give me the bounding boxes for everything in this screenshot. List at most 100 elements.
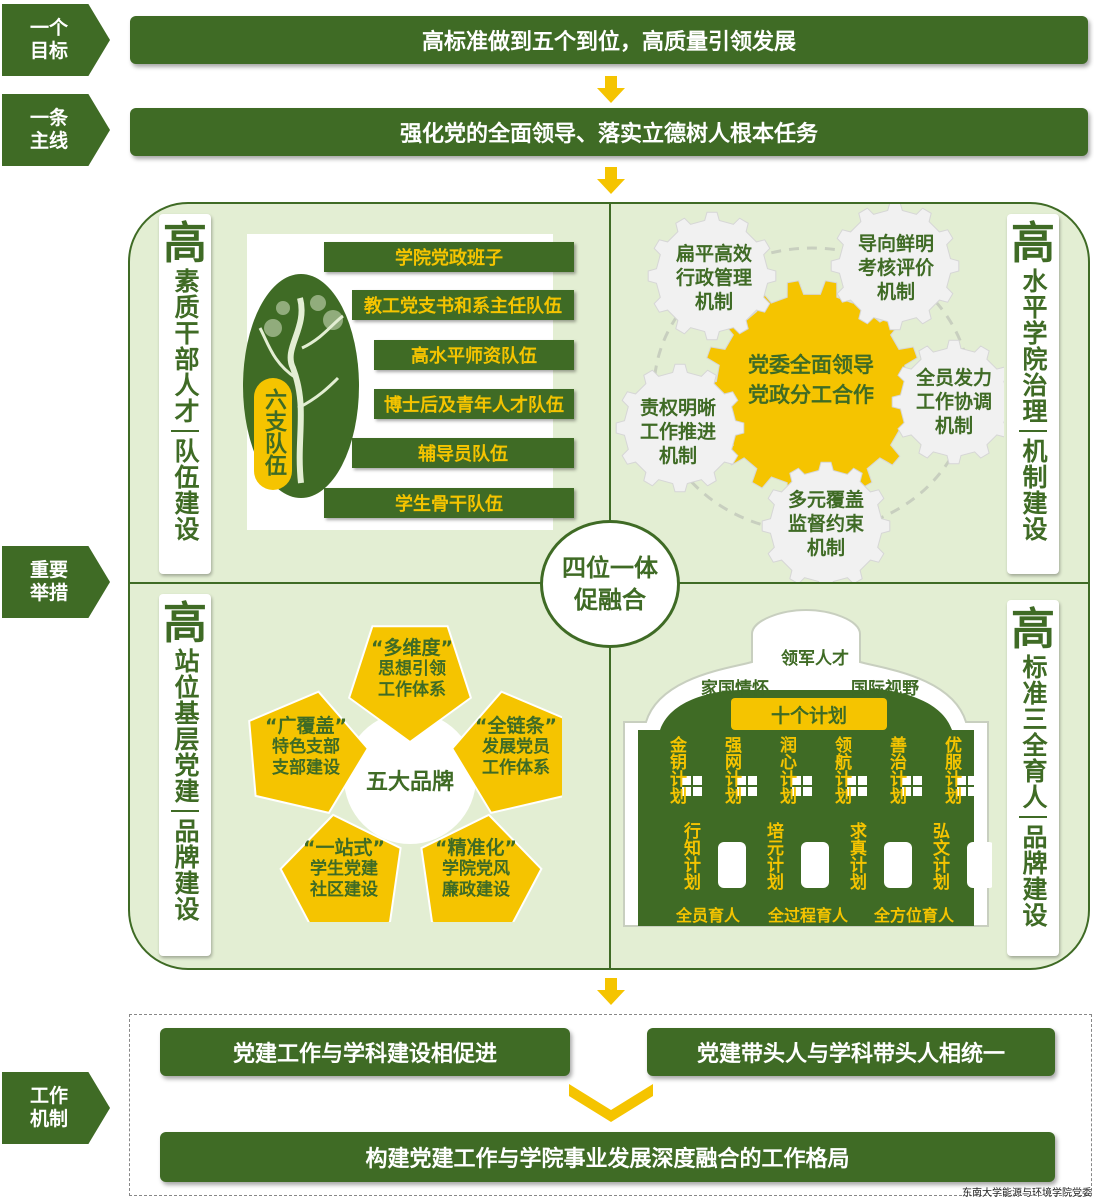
gear-small <box>761 461 891 582</box>
gear-small <box>891 339 1004 465</box>
window <box>968 776 977 785</box>
window <box>792 787 801 796</box>
down-arrow-icon <box>597 978 625 1005</box>
window <box>913 787 922 796</box>
window <box>693 776 702 785</box>
gear-label: 全员发力 工作协调 机制 <box>915 367 992 437</box>
plan-lower: 行知计划 <box>680 822 700 890</box>
window <box>847 787 856 796</box>
tag-measures: 重要 举措 <box>2 546 110 618</box>
mechanism-box <box>129 1014 1092 1196</box>
brand-center: 五大品牌 <box>365 770 454 795</box>
team-item: 博士后及青年人才队伍 <box>374 389 574 419</box>
brand-pentagon <box>420 813 543 922</box>
brand-pentagon <box>248 690 370 815</box>
q4-bottom: 全方位育人 <box>873 906 954 925</box>
window <box>803 776 812 785</box>
q3-title: 站位基层党建 <box>171 648 200 804</box>
plan-upper: 金钥计划 <box>666 736 686 804</box>
gear-label: 扁平高效 行政管理 机制 <box>675 243 752 313</box>
down-arrow-icon <box>597 76 625 103</box>
window <box>913 776 922 785</box>
window <box>682 776 691 785</box>
window <box>682 787 691 796</box>
tag-mechanism: 工作 机制 <box>2 1072 110 1144</box>
q4-plan-title: 十个计划 <box>731 698 887 730</box>
brand-pentagon <box>450 690 562 815</box>
q3-label: 高 站位基层党建 品牌建设 <box>159 594 211 956</box>
plan-upper: 善治计划 <box>886 736 906 804</box>
plan-upper: 强网计划 <box>721 736 741 804</box>
q3-subtitle: 品牌建设 <box>171 818 200 922</box>
q2-title: 水平学院治理 <box>1019 268 1048 424</box>
door-window <box>967 842 992 888</box>
brand-pentagon <box>279 813 402 922</box>
brand-item: “精准化”学院党风 廉政建设 <box>435 837 517 901</box>
gear-label: 导向鲜明 考核评价 机制 <box>857 233 934 303</box>
brand-item: “一站式”学生党建 社区建设 <box>303 837 385 901</box>
brand-item: “全链条”发展党员 工作体系 <box>475 715 557 779</box>
q1-label: 高 素质干部人才 队伍建设 <box>159 214 211 574</box>
mech-left: 党建工作与学科建设相促进 <box>160 1028 570 1076</box>
q4-label: 高 标准三全育人 品牌建设 <box>1007 600 1059 956</box>
q1-oval-badge: 六支队伍 <box>254 378 292 490</box>
building-icon <box>623 608 992 927</box>
q4-left: 家国情怀 <box>701 679 769 699</box>
goal-bar: 高标准做到五个到位，高质量引领发展 <box>130 16 1088 64</box>
window <box>858 787 867 796</box>
footer-text: 东南大学能源与环境学院党委 <box>962 1188 1092 1199</box>
plan-upper: 领航计划 <box>831 736 851 804</box>
team-item: 高水平师资队伍 <box>374 340 574 370</box>
q4-gao: 高 <box>1011 604 1055 655</box>
gear-small <box>830 204 960 331</box>
window <box>847 776 856 785</box>
team-item: 教工党支书和系主任队伍 <box>352 290 574 320</box>
team-item: 学生骨干队伍 <box>324 488 574 518</box>
gear-diagram <box>615 204 1004 582</box>
door-window <box>801 842 829 888</box>
center-circle: 四位一体 促融合 <box>540 520 680 648</box>
window <box>902 787 911 796</box>
window <box>803 787 812 796</box>
gear-label: 责权明晰 工作推进 机制 <box>639 397 716 467</box>
window <box>737 776 746 785</box>
window <box>902 776 911 785</box>
down-arrow-icon <box>597 167 625 194</box>
door-window <box>884 842 912 888</box>
window <box>693 787 702 796</box>
q1-gao: 高 <box>163 218 207 269</box>
team-item: 辅导员队伍 <box>352 438 574 468</box>
q1-subtitle: 队伍建设 <box>171 438 200 542</box>
q1-title: 素质干部人才 <box>171 268 200 424</box>
q4-title: 标准三全育人 <box>1019 654 1048 810</box>
q4-subtitle: 品牌建设 <box>1019 824 1048 928</box>
q3-gao: 高 <box>163 598 207 649</box>
window <box>792 776 801 785</box>
brand-item: “多维度”思想引领 工作体系 <box>371 637 453 701</box>
window <box>968 787 977 796</box>
window <box>748 776 757 785</box>
q4-bottom: 全过程育人 <box>767 906 848 925</box>
plan-upper: 润心计划 <box>776 736 796 804</box>
plan-lower: 培元计划 <box>763 822 783 890</box>
window <box>957 787 966 796</box>
q4-top: 领军人才 <box>781 649 849 669</box>
mech-right: 党建带头人与学科带头人相统一 <box>647 1028 1055 1076</box>
brand-item: “广覆盖”特色支部 支部建设 <box>265 715 347 779</box>
mech-bottom: 构建党建工作与学院事业发展深度融合的工作格局 <box>160 1132 1055 1182</box>
window <box>858 776 867 785</box>
q1-oval-label: 六支队伍 <box>261 388 286 476</box>
plan-upper: 优服计划 <box>941 736 961 804</box>
mainline-bar: 强化党的全面领导、落实立德树人根本任务 <box>130 108 1088 156</box>
plan-lower: 求真计划 <box>846 822 866 890</box>
brand-pentagon <box>347 625 473 744</box>
window <box>957 776 966 785</box>
brand-pentagons <box>248 625 562 922</box>
gear-small <box>615 363 745 493</box>
q4-right: 国际视野 <box>851 679 919 699</box>
door-window <box>718 842 746 888</box>
gear-small <box>647 211 777 341</box>
tag-goal: 一个 目标 <box>2 4 110 76</box>
team-item: 学院党政班子 <box>324 242 574 272</box>
gear-label: 多元覆盖 监督约束 机制 <box>787 489 864 559</box>
